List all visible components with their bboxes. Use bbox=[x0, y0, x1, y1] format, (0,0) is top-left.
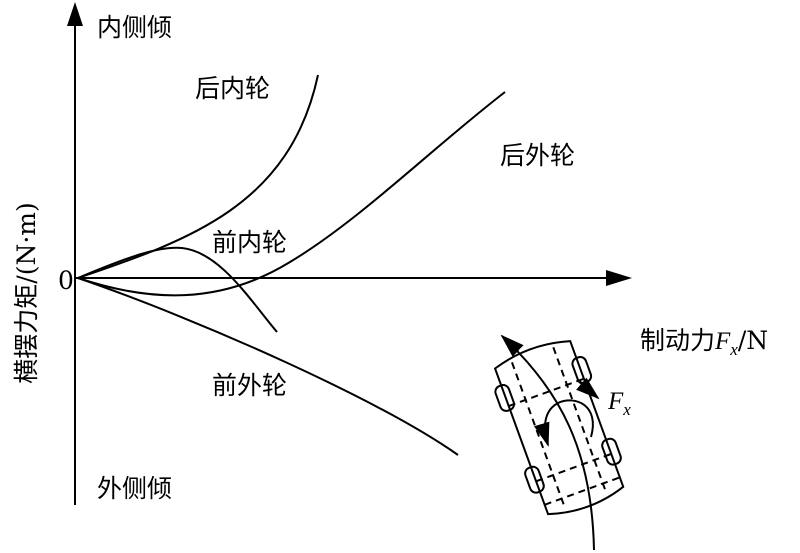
y-top-label: 内侧倾 bbox=[97, 13, 173, 42]
y-axis-label: 横摆力矩/(N·m) bbox=[12, 202, 41, 384]
x-label-unit: /N bbox=[737, 326, 769, 355]
curve-front-inner bbox=[77, 246, 278, 333]
y-bottom-label: 外侧倾 bbox=[97, 474, 173, 503]
x-label-text: 制动力 bbox=[640, 326, 716, 355]
x-axis-label: 制动力Fx/N bbox=[640, 328, 768, 358]
curve-rear-outer bbox=[77, 91, 506, 297]
force-var: F bbox=[608, 388, 624, 415]
y-axis-arrow bbox=[67, 2, 83, 26]
label-rear-outer: 后外轮 bbox=[500, 141, 576, 170]
wheel-front-left bbox=[494, 384, 516, 412]
wheel-rear-right bbox=[601, 437, 622, 466]
label-front-inner: 前内轮 bbox=[212, 228, 288, 257]
label-rear-inner: 后内轮 bbox=[195, 74, 271, 103]
curve-rear-inner bbox=[77, 74, 319, 279]
brake-force-arrow bbox=[576, 377, 600, 400]
car-frame-dashed-lines bbox=[508, 346, 621, 509]
car-inset bbox=[493, 334, 625, 551]
x-label-sub: x bbox=[730, 340, 738, 359]
inset-force-label: Fx bbox=[608, 388, 631, 418]
origin-label: 0 bbox=[58, 266, 74, 295]
force-sub: x bbox=[623, 400, 631, 419]
trajectory-arrow bbox=[500, 334, 595, 551]
x-axis-arrow bbox=[606, 270, 632, 286]
curve-front-outer bbox=[77, 277, 459, 456]
yaw-moment-arrow bbox=[534, 399, 594, 447]
wheel-rear-left bbox=[524, 465, 545, 494]
x-label-var: F bbox=[715, 328, 731, 355]
label-front-outer: 前外轮 bbox=[212, 371, 288, 400]
